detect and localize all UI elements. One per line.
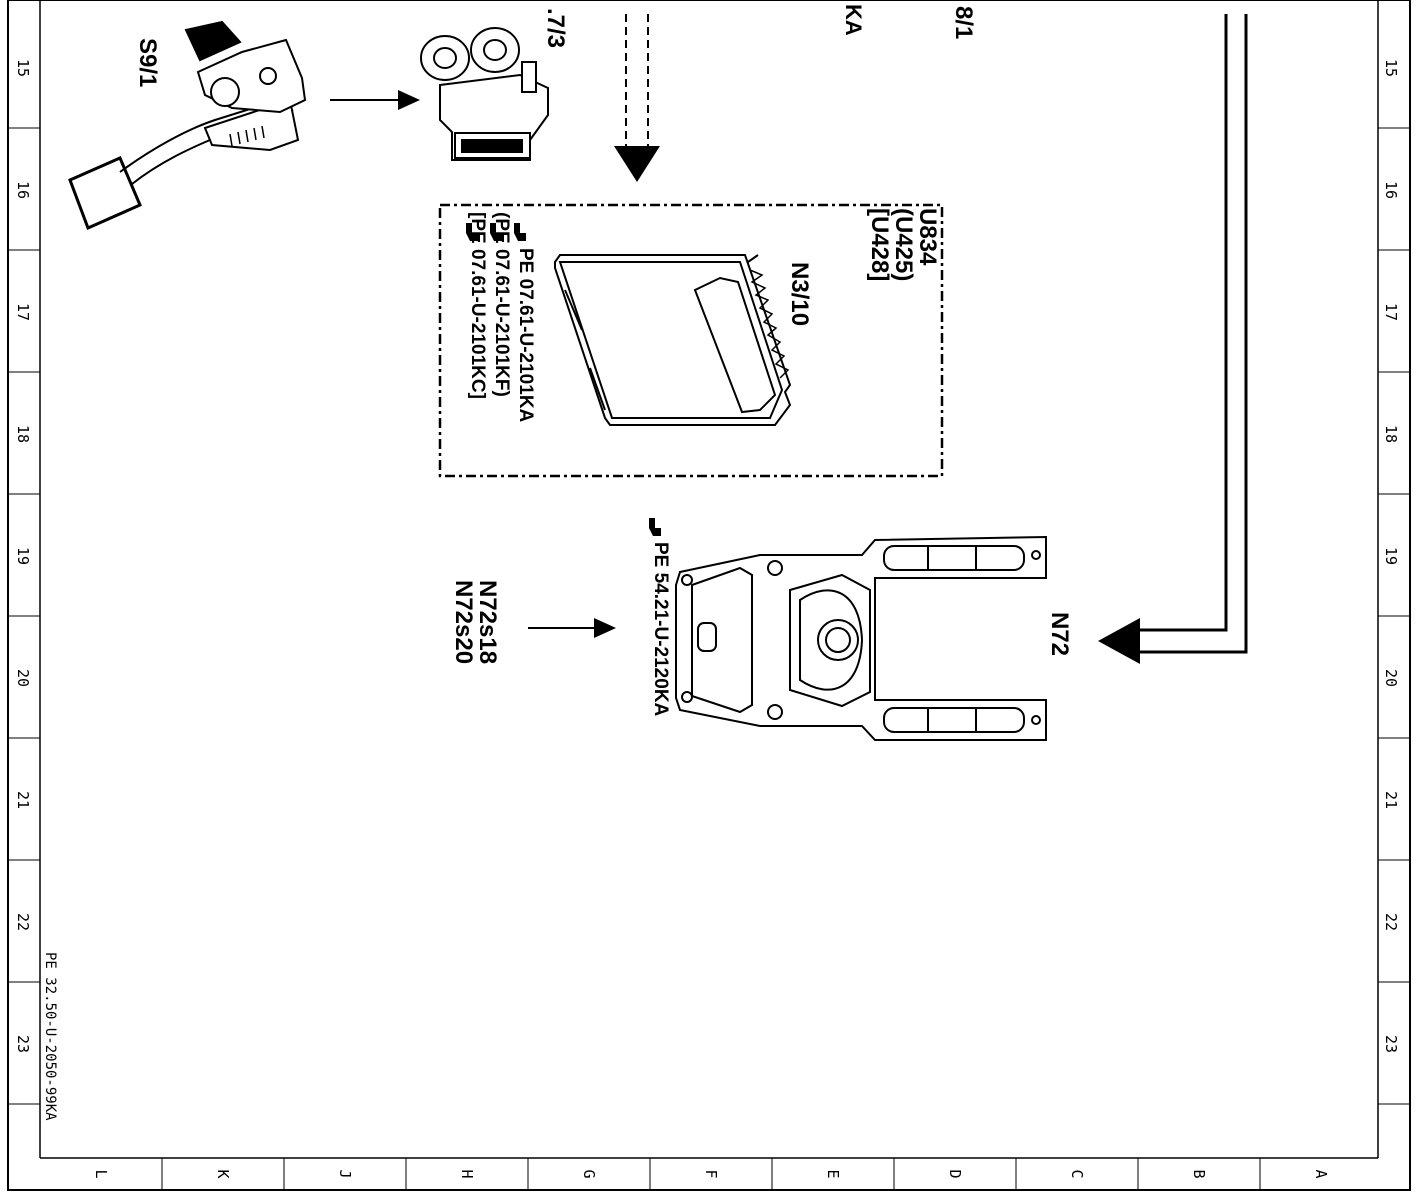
ruler-bottom: L K J H G F E D C B A — [92, 1169, 1330, 1178]
ruler-right-17: 17 — [1382, 303, 1400, 321]
connector-illustration — [420, 27, 549, 161]
ruler-right-15: 15 — [1382, 59, 1400, 77]
ruler-right-23: 23 — [1382, 1035, 1400, 1053]
ruler-right-21: 21 — [1382, 791, 1400, 809]
ruler-col-f: F — [702, 1169, 720, 1178]
control-panel-illustration — [675, 535, 1047, 741]
pointing-hand-icon — [649, 518, 661, 536]
reference-kc: [PE 07.61-U-2101KC] — [467, 212, 488, 399]
ruler-right-18: 18 — [1382, 425, 1400, 443]
ruler-left-16: 16 — [14, 181, 32, 199]
ruler-left-15: 15 — [14, 59, 32, 77]
ruler-right: 15 16 17 18 19 20 21 22 23 — [1382, 59, 1400, 1053]
ruler-left-20: 20 — [14, 669, 32, 687]
ruler-right-22: 22 — [1382, 913, 1400, 931]
ruler-col-c: C — [1068, 1169, 1086, 1178]
label-n3-10: N3/10 — [786, 262, 813, 326]
ruler-col-j: J — [336, 1169, 354, 1178]
n3-10-group-box — [438, 203, 944, 478]
ruler-col-k: K — [214, 1169, 232, 1178]
dashed-connection — [614, 14, 660, 182]
label-n72s18: N72s18 — [474, 580, 501, 664]
reference-n72: PE 54.21-U-2120KA — [650, 542, 671, 717]
ruler-right-20: 20 — [1382, 669, 1400, 687]
label-7-3: .7/3 — [542, 8, 569, 48]
ruler-left-22: 22 — [14, 913, 32, 931]
label-u428: [U428] — [866, 208, 893, 281]
label-n72s20: N72s20 — [450, 580, 477, 664]
pointing-hand-icon — [466, 223, 478, 241]
ruler-left-18: 18 — [14, 425, 32, 443]
label-u834: U834 — [914, 208, 941, 266]
label-s9-1: S9/1 — [134, 38, 161, 87]
control-unit-illustration — [554, 254, 792, 426]
label-u425: (U425) — [890, 208, 917, 281]
ruler-right-19: 19 — [1382, 547, 1400, 565]
frame — [7, 0, 1411, 1191]
pointing-hand-icon — [514, 223, 526, 241]
pedal-switch-illustration — [68, 20, 307, 231]
ruler-left: 15 16 17 18 19 20 21 22 23 — [14, 59, 32, 1053]
solid-connection — [1140, 14, 1248, 654]
ruler-left-21: 21 — [14, 791, 32, 809]
label-ka: KA — [841, 4, 866, 36]
ruler-col-a: A — [1312, 1169, 1330, 1178]
ruler-left-23: 23 — [14, 1035, 32, 1053]
arrow-icon — [1098, 618, 1140, 664]
ruler-col-g: G — [580, 1169, 598, 1178]
arrow-icon — [330, 90, 420, 110]
ruler-col-b: B — [1190, 1169, 1208, 1178]
ruler-right-16: 16 — [1382, 181, 1400, 199]
label-8-1: 8/1 — [950, 6, 977, 39]
reference-ka: PE 07.61-U-2101KA — [515, 248, 536, 423]
ruler-left-17: 17 — [14, 303, 32, 321]
ruler-col-h: H — [458, 1169, 476, 1178]
ruler-col-d: D — [946, 1169, 964, 1178]
ruler-col-l: L — [92, 1169, 110, 1178]
reference-kf: (PE 07.61-U-2101KF) — [491, 212, 512, 397]
document-code: PE 32.50-U-2050-99KA — [42, 952, 58, 1121]
pointing-hand-icon — [490, 223, 502, 241]
ruler-col-e: E — [824, 1169, 842, 1178]
arrow-icon — [528, 618, 616, 638]
ruler-left-19: 19 — [14, 547, 32, 565]
label-n72: N72 — [1046, 612, 1073, 656]
